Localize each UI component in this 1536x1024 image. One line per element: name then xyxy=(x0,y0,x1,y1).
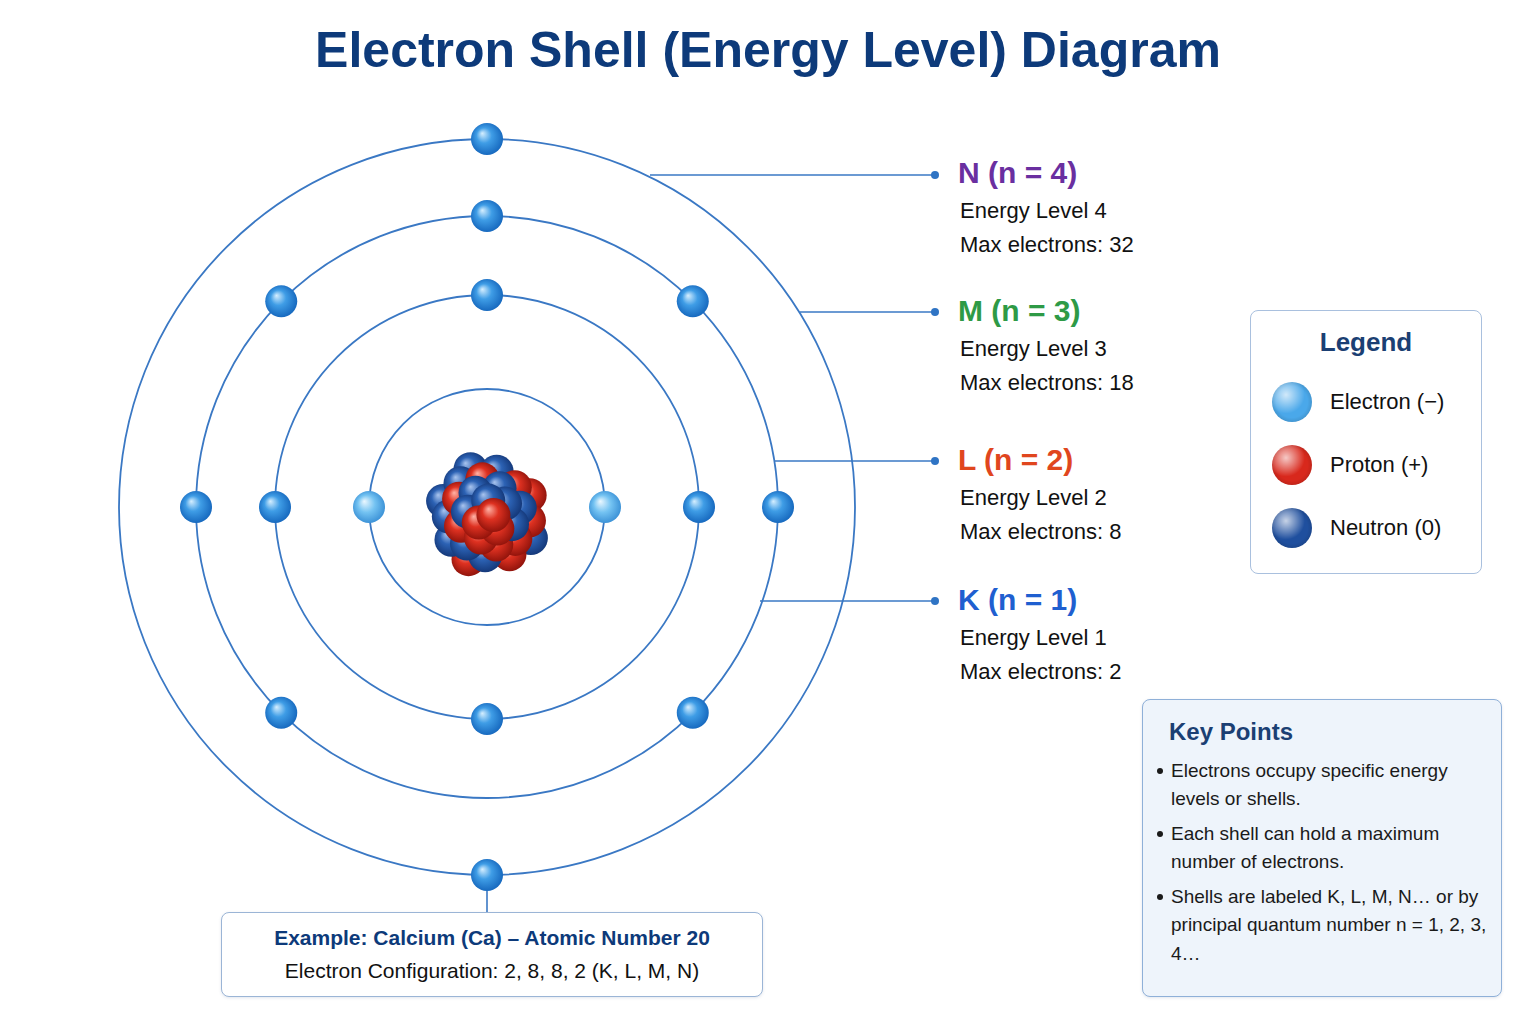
bullet-point: Shells are labeled K, L, M, N… or by pri… xyxy=(1155,883,1487,969)
electron xyxy=(683,491,715,523)
electron xyxy=(471,123,503,155)
legend-text: Electron (−) xyxy=(1330,389,1444,415)
leader-line xyxy=(650,174,935,176)
shell-name: N (n = 4) xyxy=(958,155,1077,191)
bullet-dot xyxy=(1157,831,1163,837)
energy-level: Energy Level 4 xyxy=(960,198,1107,224)
title: Electron Shell (Energy Level) Diagram xyxy=(0,20,1536,80)
legend-entry: Electron (−) xyxy=(1272,382,1444,422)
leader-dot xyxy=(931,597,939,605)
leader-line xyxy=(760,600,935,602)
leader-dot xyxy=(931,457,939,465)
legend-swatch xyxy=(1272,508,1312,548)
electron xyxy=(265,697,297,729)
max-electrons: Max electrons: 18 xyxy=(960,370,1134,396)
max-electrons: Max electrons: 32 xyxy=(960,232,1134,258)
legend-text: Proton (+) xyxy=(1330,452,1428,478)
bullet-point: Each shell can hold a maximum number of … xyxy=(1155,820,1487,877)
legend-entry: Neutron (0) xyxy=(1272,508,1441,548)
leader-dot xyxy=(931,308,939,316)
electron xyxy=(471,200,503,232)
max-electrons: Max electrons: 2 xyxy=(960,659,1121,685)
example-box: Example: Calcium (Ca) – Atomic Number 20… xyxy=(221,912,763,997)
shell-name: M (n = 3) xyxy=(958,293,1081,329)
energy-level: Energy Level 3 xyxy=(960,336,1107,362)
shell-ring xyxy=(369,389,605,625)
proton xyxy=(476,498,510,532)
shell-ring xyxy=(196,216,778,798)
shell-name: L (n = 2) xyxy=(958,442,1073,478)
electron xyxy=(471,703,503,735)
shell-ring xyxy=(275,295,699,719)
shell-ring xyxy=(119,139,855,875)
box-heading: Key Points xyxy=(1169,718,1487,747)
electron xyxy=(677,285,709,317)
leader-line xyxy=(800,311,935,313)
electron xyxy=(353,491,385,523)
electron xyxy=(265,285,297,317)
leader-line xyxy=(486,891,488,912)
bullet-dot xyxy=(1157,768,1163,774)
legend-swatch xyxy=(1272,382,1312,422)
electron xyxy=(259,491,291,523)
key-points-box: Key PointsElectrons occupy specific ener… xyxy=(1142,699,1502,997)
leader-dot xyxy=(931,171,939,179)
legend-text: Neutron (0) xyxy=(1330,515,1441,541)
legend-entry: Proton (+) xyxy=(1272,445,1428,485)
shell-name: K (n = 1) xyxy=(958,582,1077,618)
electron xyxy=(180,491,212,523)
electron xyxy=(589,491,621,523)
legend-title: Legend xyxy=(1320,327,1412,358)
bullet-point: Electrons occupy specific energy levels … xyxy=(1155,757,1487,814)
electron xyxy=(471,859,503,891)
electron xyxy=(677,697,709,729)
energy-level: Energy Level 2 xyxy=(960,485,1107,511)
example-heading: Example: Calcium (Ca) – Atomic Number 20 xyxy=(236,925,748,950)
max-electrons: Max electrons: 8 xyxy=(960,519,1121,545)
legend-swatch xyxy=(1272,445,1312,485)
leader-line xyxy=(775,460,935,462)
energy-level: Energy Level 1 xyxy=(960,625,1107,651)
electron xyxy=(471,279,503,311)
bullet-dot xyxy=(1157,894,1163,900)
electron xyxy=(762,491,794,523)
electron-configuration: Electron Configuration: 2, 8, 8, 2 (K, L… xyxy=(236,958,748,983)
